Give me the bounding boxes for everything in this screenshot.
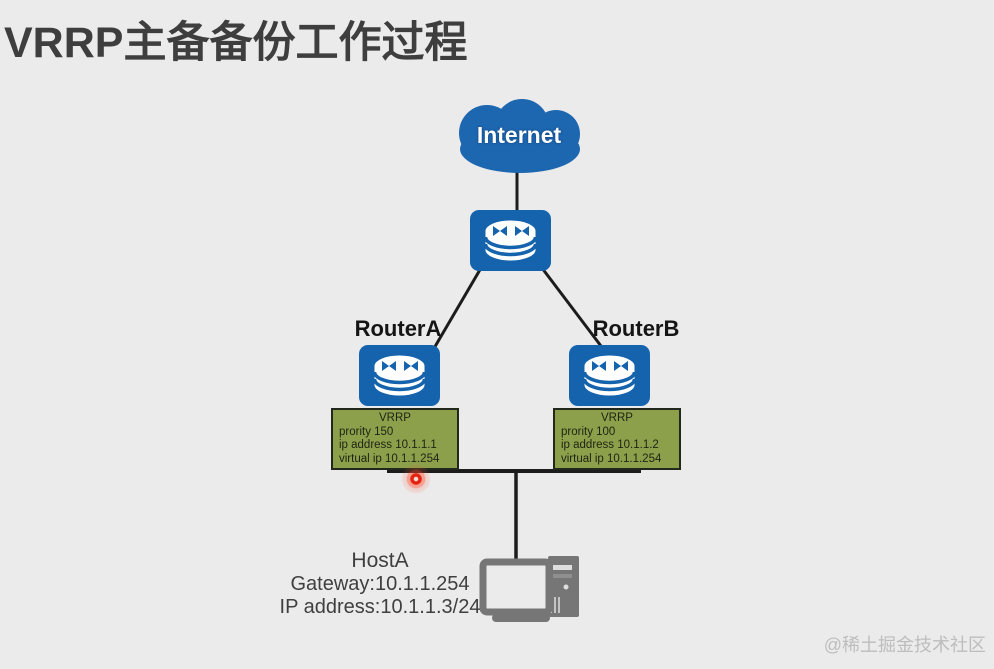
vrrp-heading: VRRP	[601, 412, 633, 424]
host-info: HostA Gateway:10.1.1.254 IP address:10.1…	[255, 549, 505, 620]
vrrp-heading: VRRP	[379, 412, 411, 424]
link-core-routerB	[540, 267, 606, 351]
vrrp-config-box-router-a: VRRP prority 150 ip address 10.1.1.1 vir…	[331, 408, 459, 470]
vrrp-priority: prority 100	[561, 425, 616, 438]
router-a-label: RouterA	[354, 316, 442, 341]
vrrp-ip-address: ip address 10.1.1.1	[339, 439, 437, 451]
host-label: HostA	[351, 549, 409, 572]
router-a-icon	[359, 345, 440, 406]
page-title: VRRP主备备份工作过程	[4, 19, 468, 67]
vrrp-ip-address: ip address 10.1.1.2	[561, 439, 659, 451]
host-computer-icon	[479, 556, 579, 622]
host-gateway: Gateway:10.1.1.254	[290, 572, 470, 595]
watermark: @稀土掘金技术社区	[823, 635, 986, 655]
mouse-click-indicator	[398, 461, 434, 497]
host-ip-address: IP address:10.1.1.3/24	[279, 596, 481, 618]
vrrp-config-box-router-b: VRRP prority 100 ip address 10.1.1.2 vir…	[553, 408, 681, 470]
internet-label: Internet	[476, 122, 562, 148]
vrrp-priority: prority 150	[339, 425, 394, 438]
core-router-icon	[470, 210, 551, 271]
router-b-label: RouterB	[592, 316, 680, 341]
link-core-routerA	[431, 267, 483, 351]
router-b-icon	[569, 345, 650, 406]
internet-cloud-icon	[459, 99, 580, 173]
vrrp-virtual-ip: virtual ip 10.1.1.254	[339, 452, 440, 465]
vrrp-virtual-ip: virtual ip 10.1.1.254	[561, 452, 662, 465]
